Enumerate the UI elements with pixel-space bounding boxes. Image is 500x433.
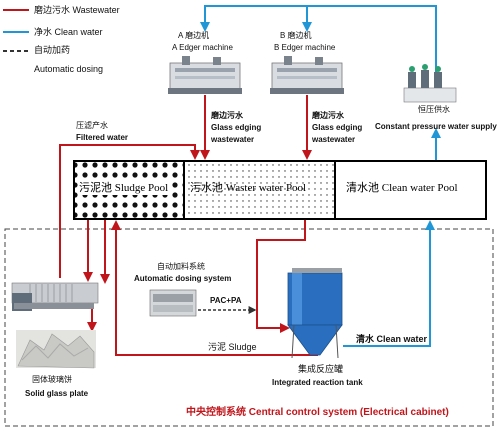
glass-plate-cn: 固体玻璃饼 [32, 375, 72, 384]
clean-pool-label: 清水池 Clean water Pool [346, 182, 458, 194]
clean-water-pool [334, 160, 487, 220]
dosing-chem-label: PAC+PA [210, 296, 242, 305]
sludge-label: 污泥 Sludge [208, 342, 257, 352]
reaction-tank-image [287, 268, 343, 359]
dosing-system-en: Automatic dosing system [134, 274, 232, 283]
glass-plate-en: Solid glass plate [25, 389, 89, 398]
sludge-pool-label: 污泥池 Sludge Pool [78, 181, 170, 195]
waste-to-tank-pipe [256, 220, 306, 333]
machine-b-title-en: B Edger machine [274, 43, 336, 52]
tank-sludge-return-pipe [111, 220, 318, 356]
machine-b-title-cn: B 磨边机 [280, 31, 312, 40]
machine-a-edging-cn: 磨边污水 [211, 111, 243, 120]
filtered-water-pipe [59, 144, 200, 278]
control-system-en: Central control system (Electrical cabin… [248, 407, 449, 418]
legend-dosing-label-cn: 自动加药 [34, 45, 71, 55]
control-system-cn: 中央控制系统 [186, 407, 246, 418]
filtered-water-en: Filtered water [76, 133, 129, 142]
filtered-water-cn: 压滤产水 [76, 121, 108, 130]
control-system-boundary [4, 228, 494, 427]
clean-water-label: 清水 Clean water [356, 334, 428, 344]
machine-b-edging-en2: wastewater [312, 135, 356, 144]
machine-a-edging-en2: wastewater [211, 135, 255, 144]
glass-plate-image [16, 330, 96, 369]
dosing-device-image [149, 289, 197, 317]
waste-pool-label: 污水池 Waster water Pool [190, 182, 307, 194]
dosing-system-cn: 自动加料系统 [157, 262, 205, 271]
clean-return-pipe-top [200, 5, 437, 89]
legend-clean-label: 净水 Clean water [34, 27, 103, 37]
legend-dosing-label-en: Automatic dosing [34, 64, 104, 74]
edger-machine-a-image [168, 56, 242, 94]
machine-b-edging-en1: Glass edging [312, 123, 363, 132]
machine-b-edging-cn: 磨边污水 [312, 111, 344, 120]
tank-label-cn: 集成反应罐 [298, 364, 344, 374]
constant-pressure-cn: 恒压供水 [418, 105, 450, 114]
pressure-pump-image [403, 64, 457, 103]
tank-to-clean-pool-pipe [343, 220, 435, 347]
tank-label-en: Integrated reaction tank [272, 378, 363, 387]
filter-press-image [11, 282, 99, 311]
machine-a-title-en: A Edger machine [172, 43, 233, 52]
edger-machine-b-image [270, 56, 344, 94]
constant-pressure-en: Constant pressure water supply [375, 122, 497, 131]
machine-a-edging-en1: Glass edging [211, 123, 262, 132]
machine-a-title-cn: A 磨边机 [178, 31, 210, 40]
legend-wastewater-label: 磨边污水 Wastewater [34, 5, 120, 15]
control-system-label: 中央控制系统 Central control system (Electrica… [186, 407, 449, 419]
